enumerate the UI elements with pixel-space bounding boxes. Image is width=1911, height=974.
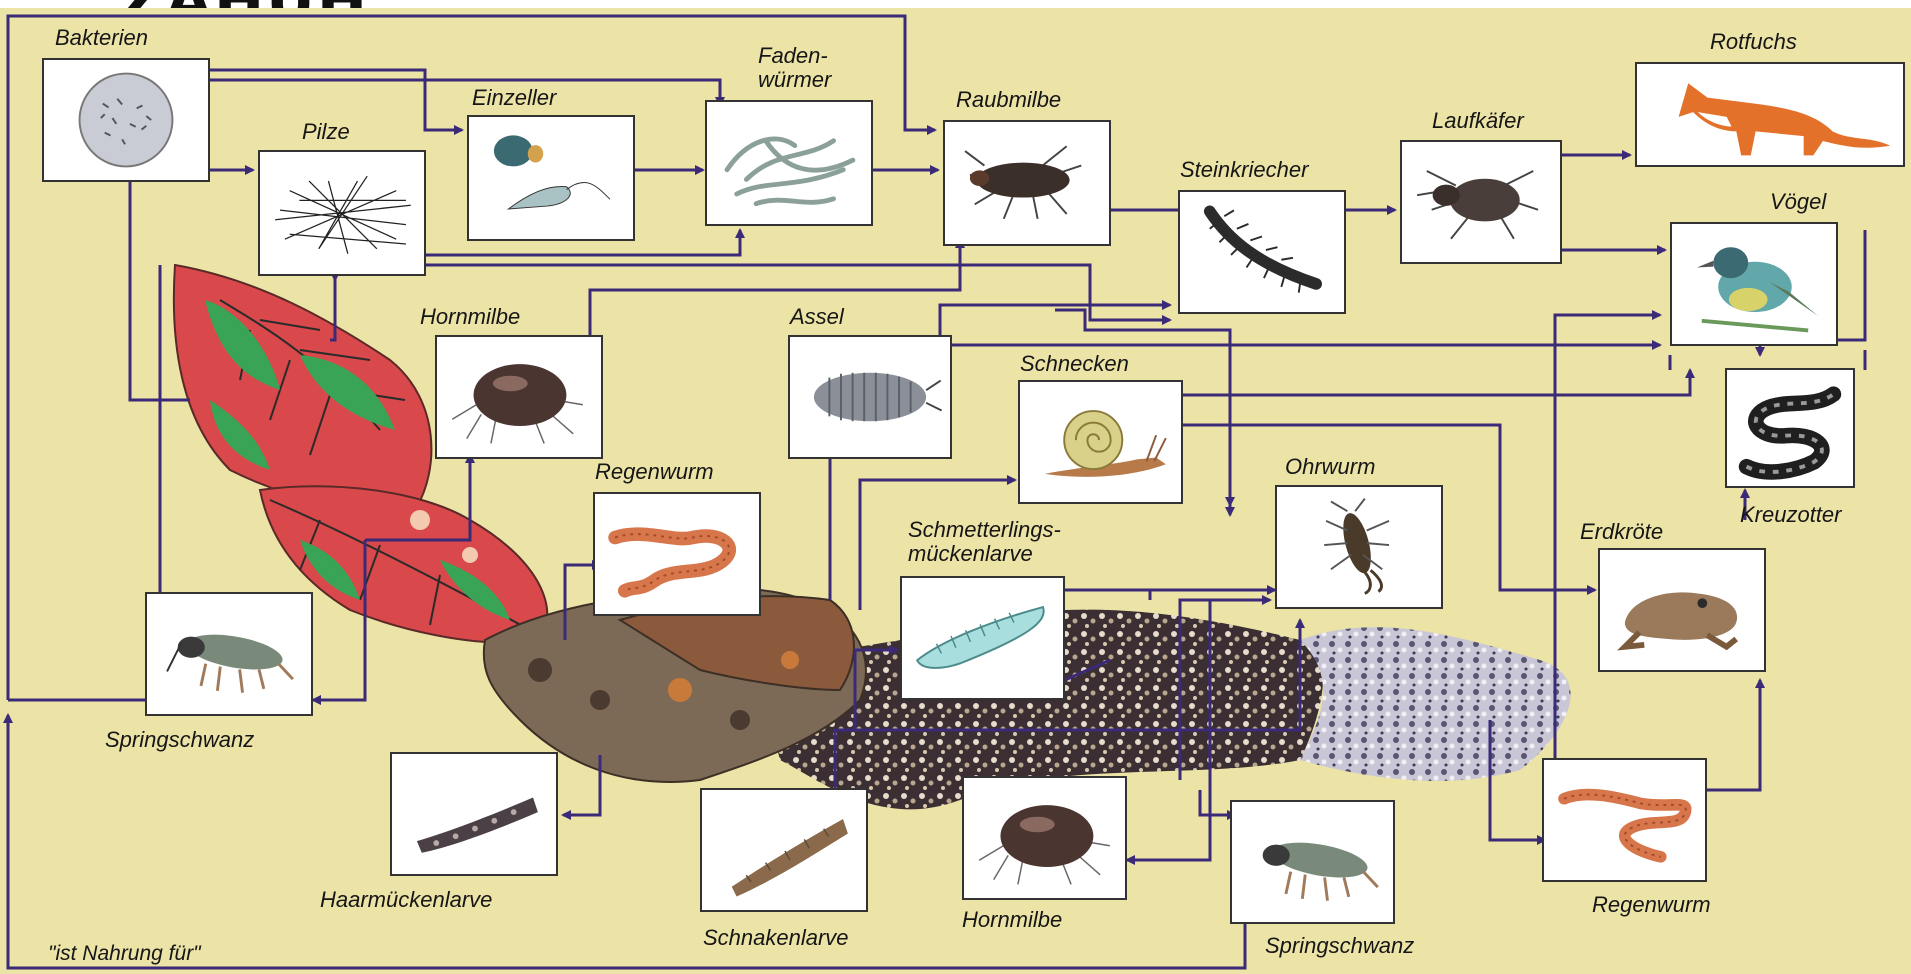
centipede-icon: [1180, 192, 1344, 312]
voegel-box: [1670, 222, 1838, 346]
hornmilbe-bottom-box: [962, 776, 1127, 900]
label-ohrwurm: Ohrwurm: [1285, 455, 1375, 479]
litter-band: [760, 610, 1571, 810]
label-erdkroete: Erdkröte: [1580, 520, 1663, 544]
toad-icon: [1600, 550, 1764, 670]
springschwanz-bottom-box: [1230, 800, 1395, 924]
ground-beetle-icon: [1402, 142, 1560, 262]
bakterien-box: [42, 58, 210, 182]
einzeller-box: [467, 115, 635, 241]
label-raubmilbe: Raubmilbe: [956, 88, 1061, 112]
label-pilze: Pilze: [302, 120, 350, 144]
label-regenwurm-left: Regenwurm: [595, 460, 714, 484]
label-voegel: Vögel: [1770, 190, 1826, 214]
kreuzotter-box: [1725, 368, 1855, 488]
woodlouse-icon: [790, 337, 950, 457]
springtail-icon: [147, 594, 311, 714]
fox-icon: [1637, 64, 1903, 165]
schnecken-box: [1018, 380, 1183, 504]
label-laufkaefer: Laufkäfer: [1432, 109, 1524, 133]
fungi-icon: [260, 152, 424, 274]
erdkroete-box: [1598, 548, 1766, 672]
hair-gnat-larva-icon: [392, 754, 556, 874]
regenwurm-right-box: [1542, 758, 1707, 882]
earthworm-right-icon: [1544, 760, 1705, 880]
label-assel: Assel: [790, 305, 844, 329]
label-regenwurm-right: Regenwurm: [1592, 893, 1711, 917]
label-hornmilbe-bottom: Hornmilbe: [962, 908, 1062, 932]
cranefly-larva-icon: [702, 790, 866, 910]
adder-icon: [1727, 370, 1853, 486]
regenwurm-left-box: [593, 492, 761, 616]
earthworm-icon: [595, 494, 759, 614]
label-springschwanz-bottom: Springschwanz: [1265, 934, 1414, 958]
protozoa-icon: [469, 117, 633, 239]
steinkriecher-box: [1178, 190, 1346, 314]
moth-fly-larva-icon: [902, 578, 1063, 698]
fadenwuermer-box: [705, 100, 873, 226]
label-bakterien: Bakterien: [55, 26, 148, 50]
haarmueckenlarve-box: [390, 752, 558, 876]
label-springschwanz-left: Springschwanz: [105, 728, 254, 752]
bird-icon: [1672, 224, 1836, 344]
snail-icon: [1020, 382, 1181, 502]
label-schnakenlarve: Schnakenlarve: [703, 926, 849, 950]
nematode-icon: [707, 102, 871, 224]
label-steinkriecher: Steinkriecher: [1180, 158, 1308, 182]
label-schmetterlings: Schmetterlings- mückenlarve: [908, 518, 1061, 566]
oribatid-mite-icon: [437, 337, 601, 457]
pilze-box: [258, 150, 426, 276]
raubmilbe-box: [943, 120, 1111, 246]
label-hornmilbe-top: Hornmilbe: [420, 305, 520, 329]
label-schnecken: Schnecken: [1020, 352, 1129, 376]
label-haarmueckenlarve: Haarmückenlarve: [320, 888, 492, 912]
rotfuchs-box: [1635, 62, 1905, 167]
label-fadenwuermer: Faden- würmer: [758, 44, 831, 92]
laufkaefer-box: [1400, 140, 1562, 264]
oribatid-mite-bottom-icon: [964, 778, 1125, 898]
legend-note: "ist Nahrung für": [48, 942, 201, 966]
bacteria-icon: [44, 60, 208, 180]
hornmilbe-top-box: [435, 335, 603, 459]
ohrwurm-box: [1275, 485, 1443, 609]
label-kreuzotter: Kreuzotter: [1740, 503, 1842, 527]
earwig-icon: [1277, 487, 1441, 607]
label-rotfuchs: Rotfuchs: [1710, 30, 1797, 54]
springschwanz-left-box: [145, 592, 313, 716]
schnakenlarve-box: [700, 788, 868, 912]
label-einzeller: Einzeller: [472, 86, 556, 110]
predatory-mite-icon: [945, 122, 1109, 244]
springtail-bottom-icon: [1232, 802, 1393, 922]
assel-box: [788, 335, 952, 459]
schmetterlings-box: [900, 576, 1065, 700]
